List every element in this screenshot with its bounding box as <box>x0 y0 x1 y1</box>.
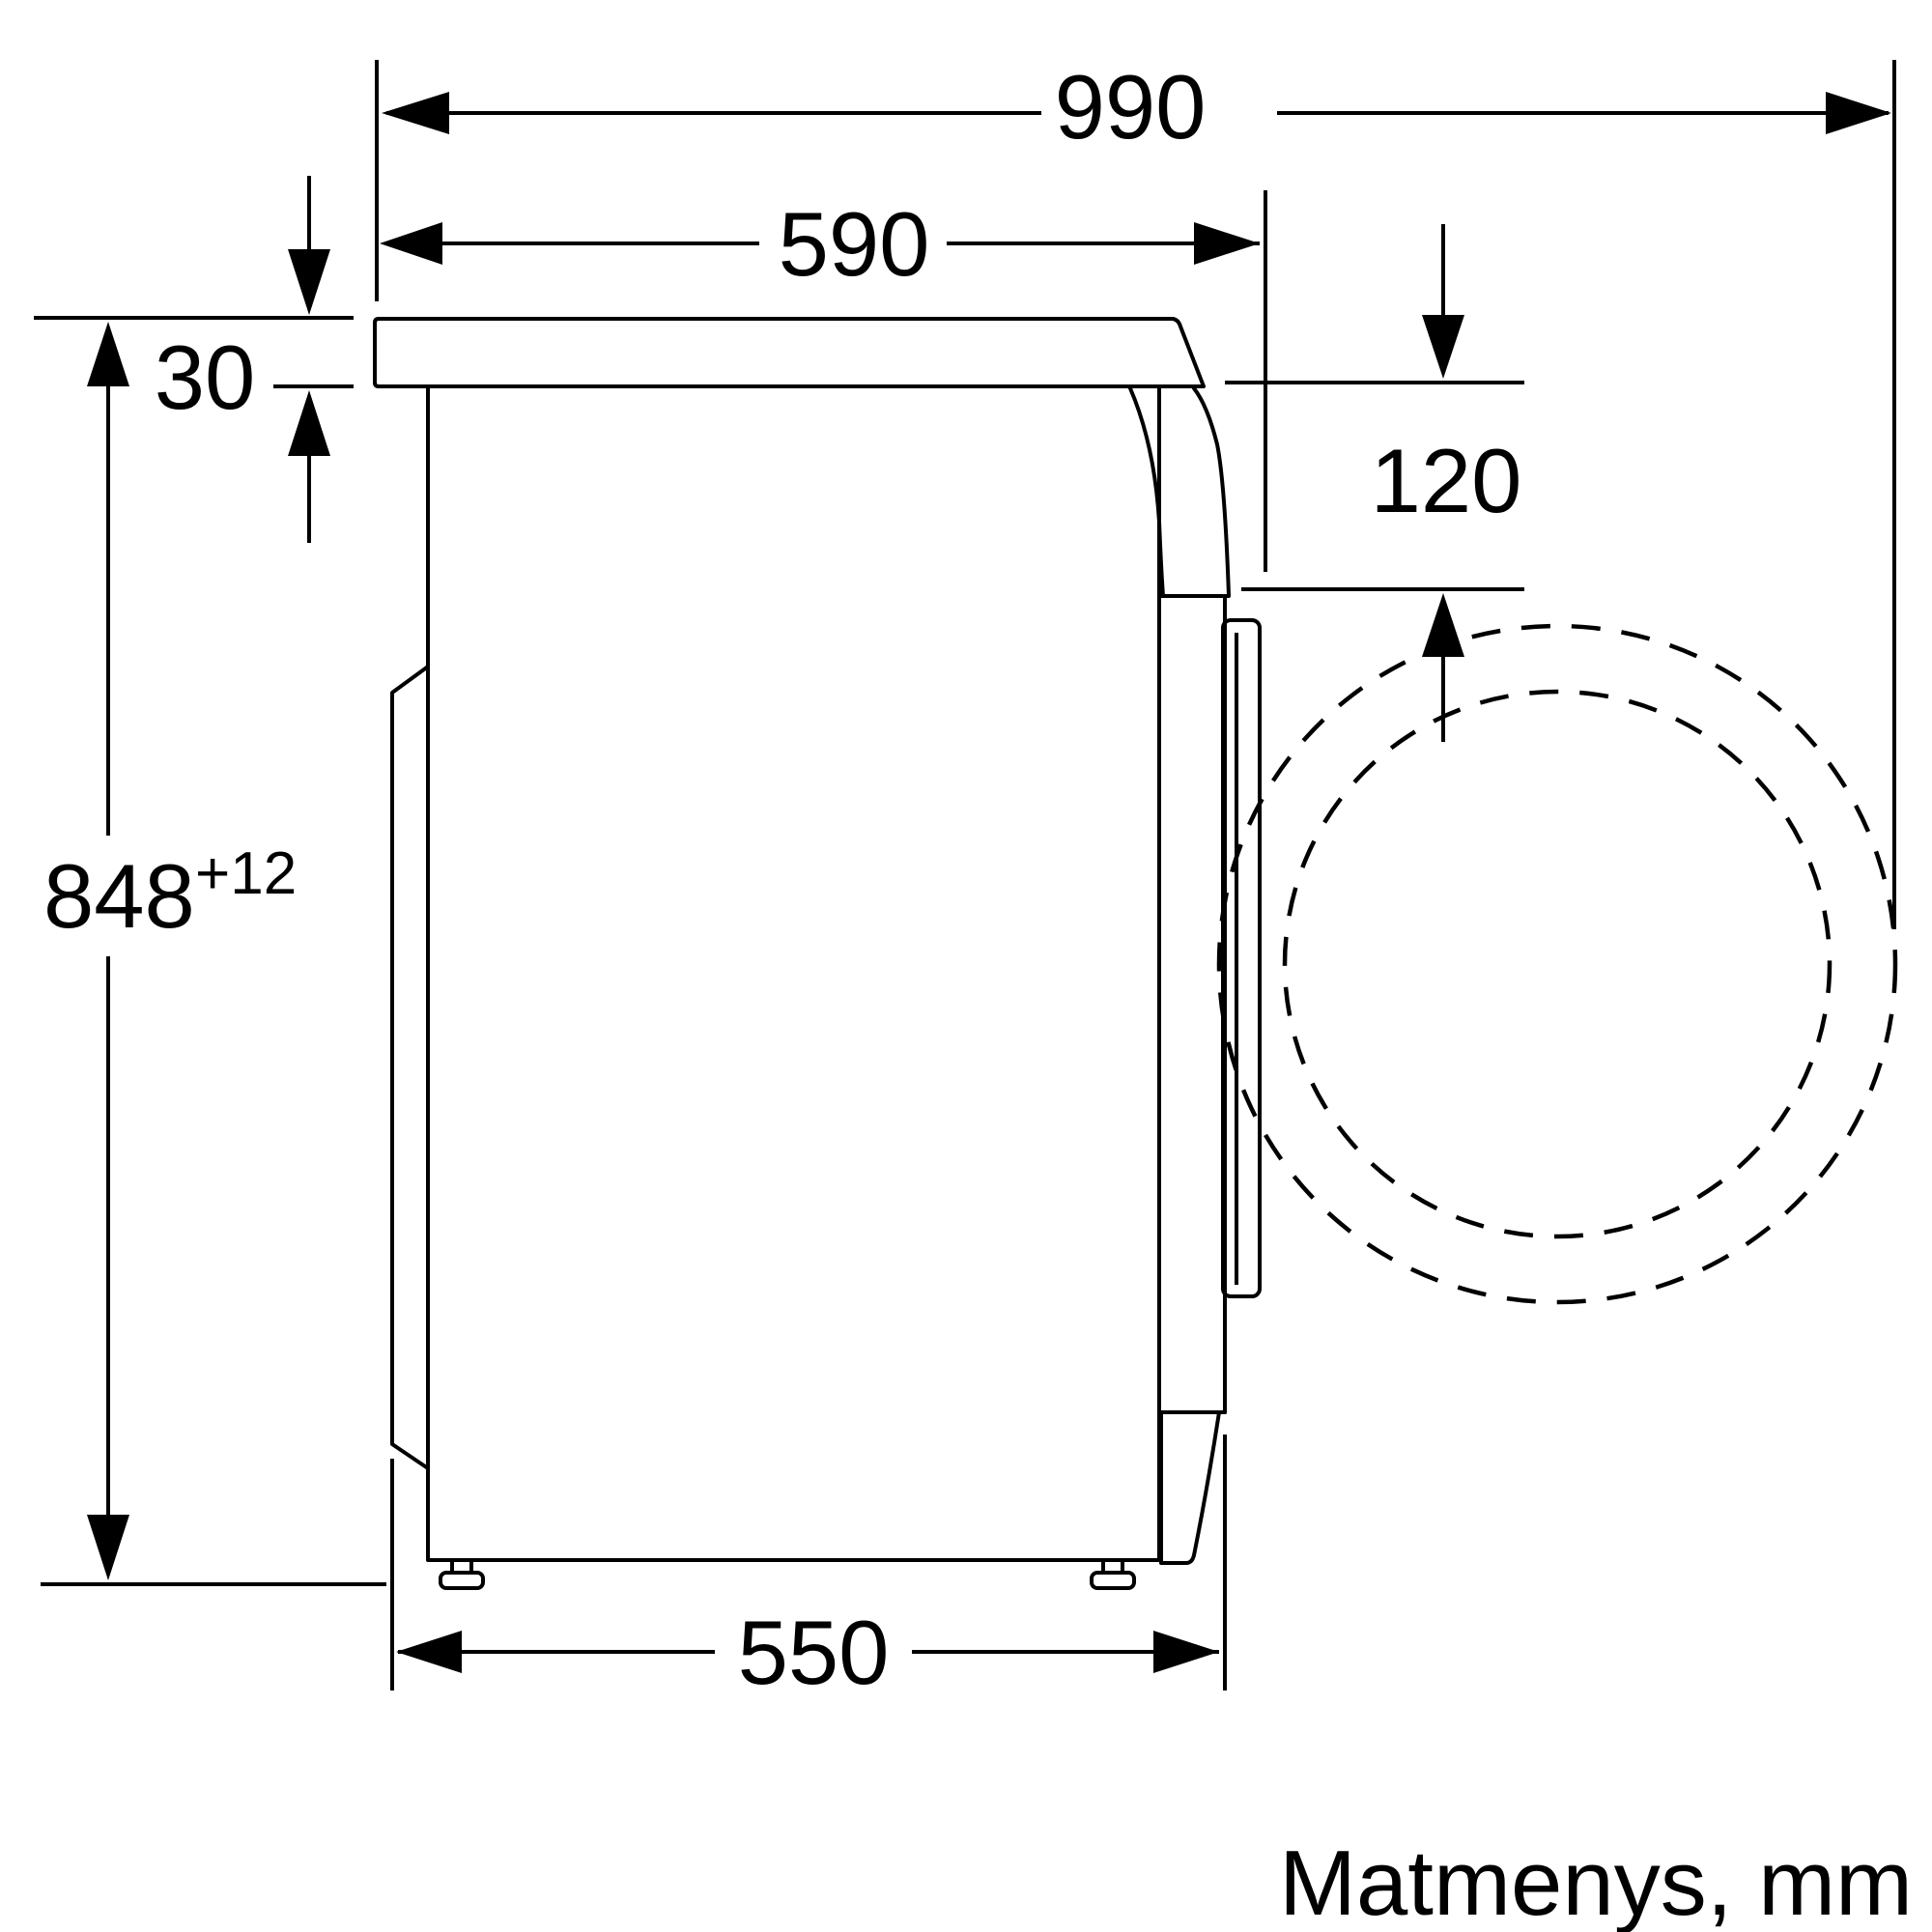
door-swing-inner <box>1282 689 1833 1239</box>
arrow-120-bottom <box>1422 593 1464 657</box>
label-590: 590 <box>779 193 930 295</box>
label-848: 848 <box>43 845 195 947</box>
arrow-990-right <box>1826 92 1891 134</box>
label-120: 120 <box>1371 430 1522 531</box>
foot-front <box>1090 1571 1136 1590</box>
arrow-30-bottom <box>288 390 330 456</box>
arrow-30-top <box>288 249 330 315</box>
label-848-tolerance: +12 <box>195 840 297 907</box>
extension-lines <box>34 60 1896 1690</box>
arrow-990-left <box>382 92 449 134</box>
arrow-590-left <box>380 222 442 265</box>
door-swing <box>1216 623 1898 1305</box>
arrow-120-top <box>1422 315 1464 379</box>
front-panel <box>1157 594 1227 1562</box>
dimension-lines <box>87 92 1891 1673</box>
label-30: 30 <box>155 327 256 428</box>
cabinet-body <box>426 384 1161 1562</box>
door-swing-outer <box>1216 623 1898 1305</box>
worktop-lid <box>373 317 1206 388</box>
arrow-590-right <box>1194 222 1260 265</box>
arrow-550-right <box>1153 1631 1219 1673</box>
arrow-848-bottom <box>87 1515 129 1580</box>
label-990: 990 <box>1055 56 1207 157</box>
dimension-labels: 990 590 30 848 +12 120 550 <box>43 56 1521 1703</box>
plinth-front <box>1159 1410 1221 1565</box>
foot-rear <box>439 1571 485 1590</box>
front-control-panel <box>1128 386 1231 598</box>
rear-panel <box>390 665 430 1470</box>
label-550: 550 <box>738 1602 890 1703</box>
caption-units: Matmenys, mm <box>1279 1832 1913 1932</box>
appliance-outline <box>373 317 1262 1590</box>
door-handle <box>1221 618 1262 1298</box>
arrow-848-top <box>87 322 129 386</box>
arrow-550-left <box>396 1631 462 1673</box>
